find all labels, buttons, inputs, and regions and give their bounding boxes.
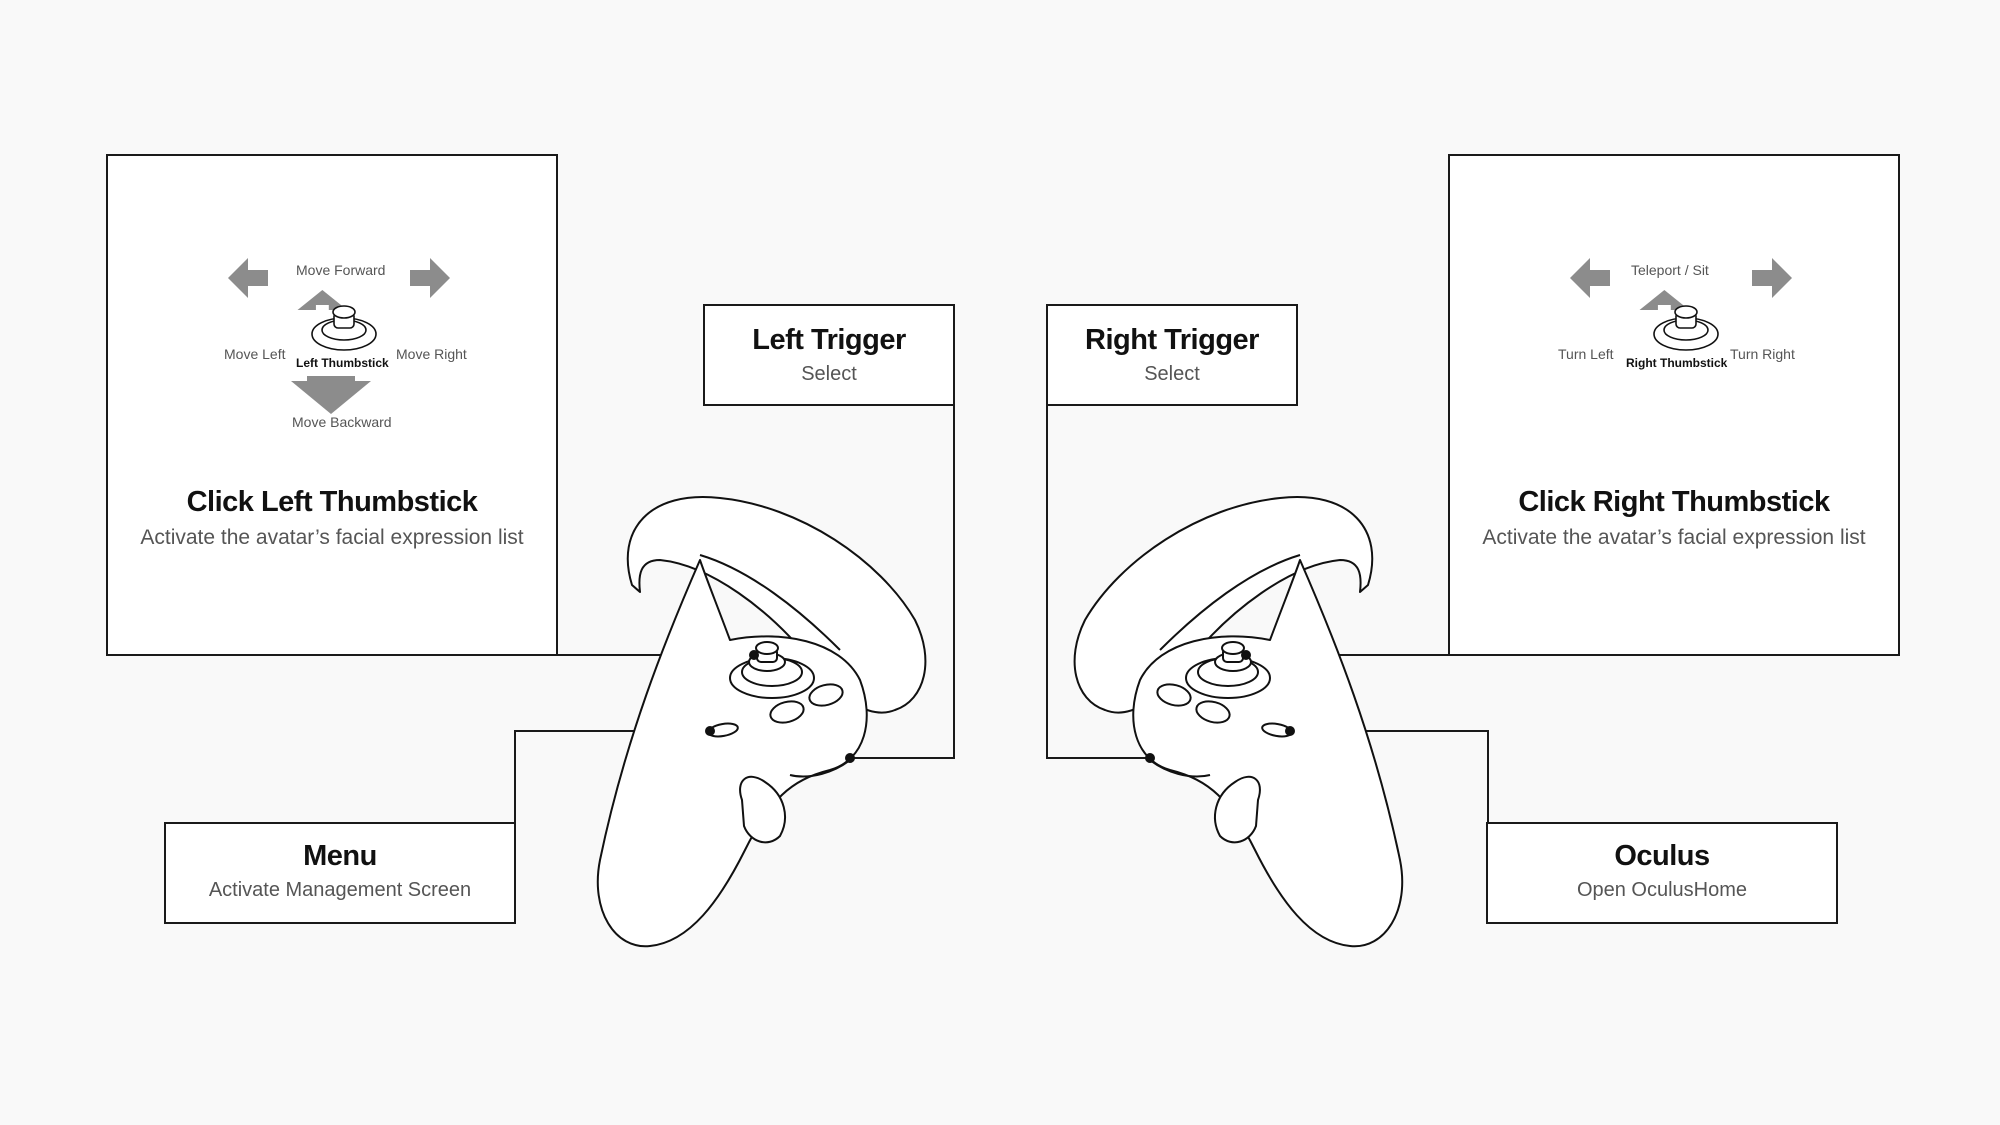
right-thumbstick-label: Right Thumbstick bbox=[1626, 356, 1728, 370]
right-thumbstick-arrows bbox=[1570, 258, 1792, 351]
right-controller bbox=[1073, 496, 1404, 948]
left-trigger-desc: Select bbox=[801, 363, 857, 385]
teleport-sit-label: Teleport / Sit bbox=[1631, 262, 1709, 278]
move-right-label: Move Right bbox=[396, 346, 467, 362]
right-thumbstick-desc: Activate the avatar’s facial expression … bbox=[1482, 526, 1866, 549]
left-thumbstick-panel: Move Forward Move Left Move Right Left T… bbox=[106, 154, 558, 656]
turn-left-label: Turn Left bbox=[1558, 346, 1614, 362]
right-trigger-title: Right Trigger bbox=[1085, 324, 1259, 356]
menu-title: Menu bbox=[303, 840, 377, 872]
left-trigger-leader bbox=[850, 406, 955, 759]
right-thumbstick-title: Click Right Thumbstick bbox=[1518, 486, 1830, 518]
right-thumbstick-panel: Teleport / Sit Turn Left Turn Right Righ… bbox=[1448, 154, 1900, 656]
left-thumbstick-title: Click Left Thumbstick bbox=[186, 486, 478, 518]
turn-right-label: Turn Right bbox=[1730, 346, 1795, 362]
left-controller bbox=[596, 496, 927, 948]
move-backward-label: Move Backward bbox=[292, 414, 392, 430]
left-thumbstick-desc: Activate the avatar’s facial expression … bbox=[140, 526, 524, 549]
menu-box: Menu Activate Management Screen bbox=[164, 822, 516, 924]
oculus-box: Oculus Open OculusHome bbox=[1486, 822, 1838, 924]
menu-desc: Activate Management Screen bbox=[208, 879, 472, 901]
left-trigger-title: Left Trigger bbox=[752, 324, 906, 356]
left-trigger-box: Left Trigger Select bbox=[703, 304, 955, 406]
oculus-desc: Open OculusHome bbox=[1576, 879, 1748, 901]
oculus-title: Oculus bbox=[1614, 840, 1710, 872]
left-thumbstick-arrows bbox=[228, 258, 450, 414]
right-trigger-desc: Select bbox=[1144, 363, 1200, 385]
move-forward-label: Move Forward bbox=[296, 262, 386, 278]
left-thumbstick-label: Left Thumbstick bbox=[296, 356, 389, 370]
right-trigger-box: Right Trigger Select bbox=[1046, 304, 1298, 406]
right-trigger-leader bbox=[1046, 406, 1152, 759]
move-left-label: Move Left bbox=[224, 346, 286, 362]
